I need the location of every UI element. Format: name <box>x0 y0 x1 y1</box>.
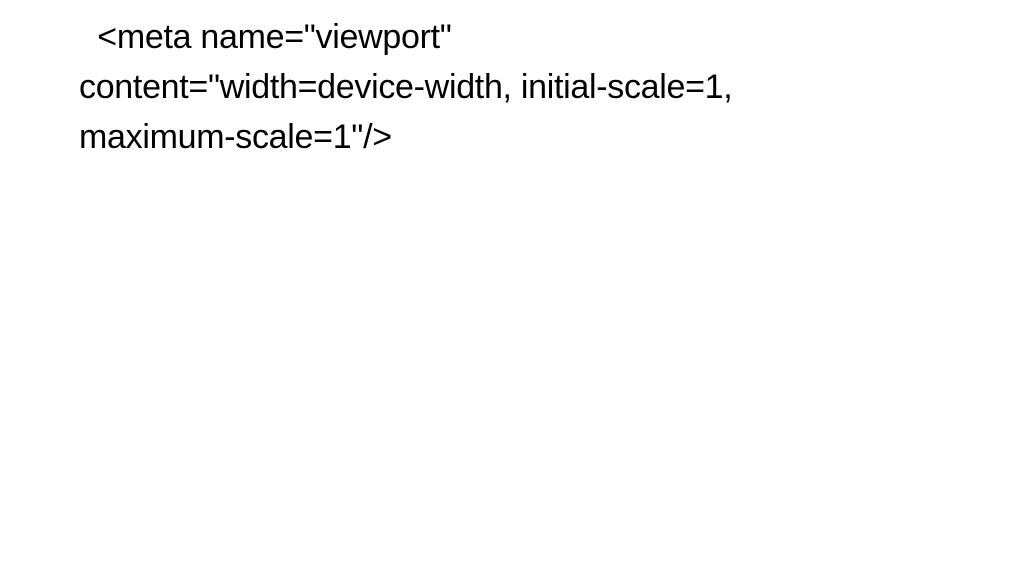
text-line-2: content="width=device-width, initial-sca… <box>79 68 733 106</box>
text-line-1: <meta name="viewport" <box>79 18 452 56</box>
text-line-3: maximum-scale=1"/> <box>79 118 392 156</box>
slide-text-block: <meta name="viewport" content="width=dev… <box>79 12 979 162</box>
